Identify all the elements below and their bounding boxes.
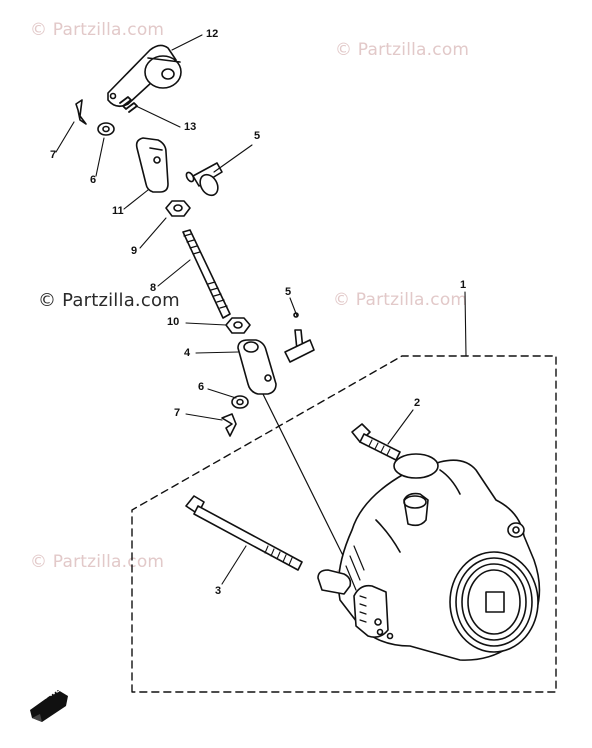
assembly-outline: [131, 355, 557, 693]
part-8-rod: [182, 229, 231, 319]
part-11-clevis: [135, 137, 169, 193]
callout-12: 12: [206, 28, 219, 40]
callout-7-top: 7: [50, 149, 57, 161]
part-9-nut: [165, 200, 191, 217]
watermark-top-right: © Partzilla.com: [335, 40, 470, 60]
watermark-top-left: © Partzilla.com: [30, 20, 165, 40]
callout-13: 13: [184, 121, 197, 133]
callout-5-mid: 5: [285, 286, 292, 298]
watermark-mid-left: © Partzilla.com: [38, 290, 180, 311]
callout-3: 3: [215, 585, 222, 597]
part-6-washer-top: [97, 122, 115, 136]
callout-9: 9: [131, 245, 138, 257]
callout-2: 2: [414, 397, 421, 409]
callout-6-mid: 6: [198, 381, 205, 393]
part-5-pin-mid: [284, 312, 315, 363]
callout-4: 4: [184, 347, 191, 359]
part-6-washer-mid: [231, 395, 249, 409]
part-13-spring: [119, 96, 138, 113]
forward-arrow-icon: [30, 690, 68, 722]
leader-lines: [55, 34, 467, 585]
part-10-nut: [225, 317, 251, 334]
part-4-adjuster: [237, 339, 277, 395]
callout-10: 10: [167, 316, 180, 328]
part-1-pump-housing: [317, 453, 541, 661]
part-3-bolt: [185, 495, 303, 571]
callout-5-top: 5: [254, 130, 261, 142]
part-2-bolt: [351, 423, 401, 461]
watermark-low-left: © Partzilla.com: [30, 552, 165, 572]
part-5-pin-top: [185, 162, 223, 197]
part-7-clip-top: [75, 99, 87, 125]
callout-8: 8: [150, 282, 157, 294]
callout-1: 1: [460, 279, 467, 291]
callout-7-mid: 7: [174, 407, 181, 419]
callout-6-top: 6: [90, 174, 97, 186]
watermark-mid-right: © Partzilla.com: [333, 290, 468, 310]
part-7-clip-mid: [221, 413, 237, 437]
part-12-lever: [107, 44, 182, 108]
callout-11: 11: [112, 205, 124, 217]
